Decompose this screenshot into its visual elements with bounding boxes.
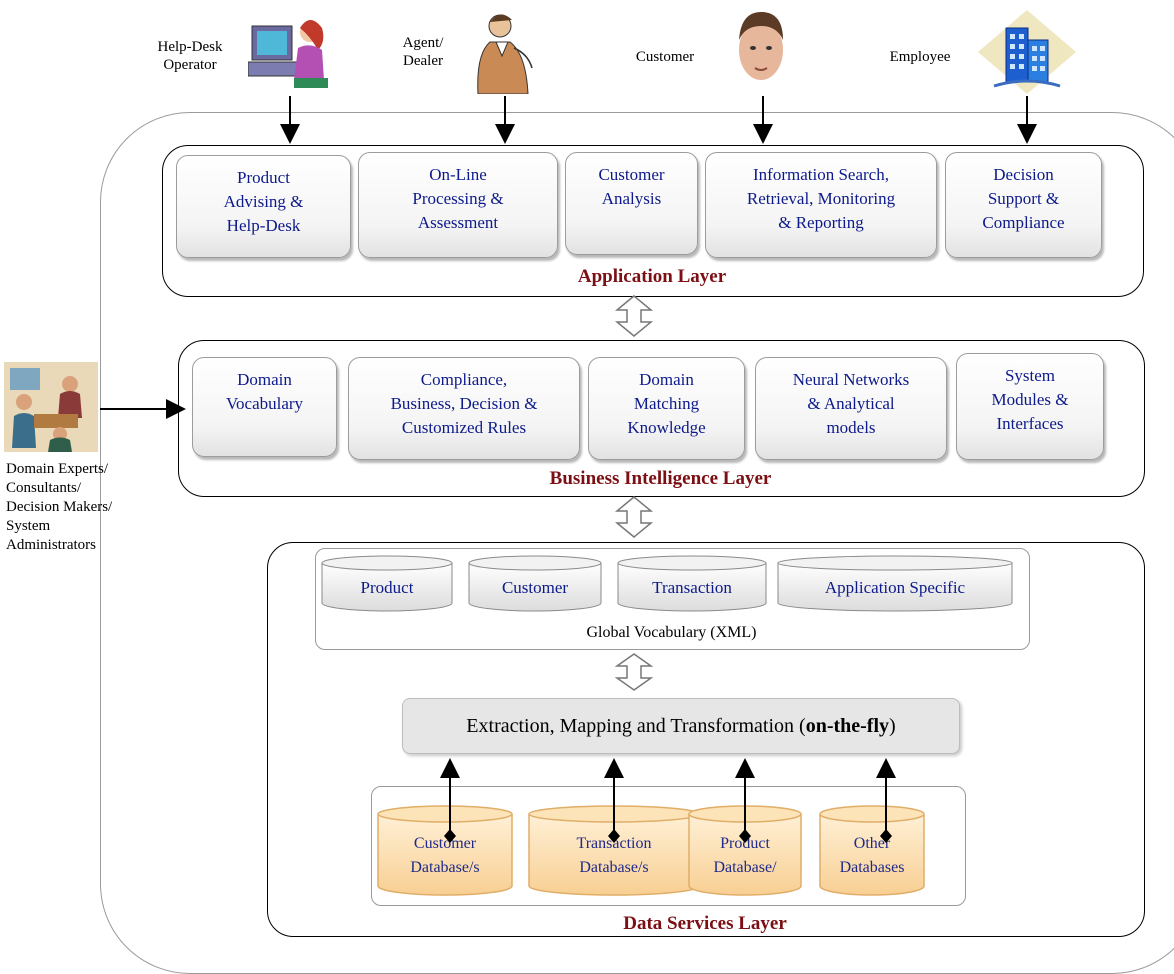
module-neural-networks: Neural Networks & Analytical models: [755, 357, 947, 460]
double-arrow-bi-data: [614, 496, 654, 538]
helpdesk-operator-icon: [247, 12, 338, 94]
employee-building-icon: [976, 8, 1078, 94]
module-system-modules: System Modules & Interfaces: [956, 353, 1104, 460]
application-layer-title: Application Layer: [577, 266, 727, 287]
double-arrow-vocab-etl: [614, 653, 654, 691]
domain-experts-icon: [4, 362, 98, 452]
connector-arrows: [100, 96, 1037, 843]
module-online-processing: On-Line Processing & Assessment: [358, 152, 558, 258]
vocab-item-product: Product: [360, 578, 414, 597]
actor-label-employee: Employee: [889, 49, 951, 65]
actor-label-customer: Customer: [635, 49, 695, 65]
vocab-item-customer: Customer: [501, 578, 569, 597]
vocab-cylinders: [318, 555, 1028, 615]
etl-text: Extraction, Mapping and Transformation (: [466, 714, 806, 737]
database-transaction: Transaction Database/s: [576, 835, 652, 876]
global-vocabulary-label: Global Vocabulary (XML): [586, 624, 757, 641]
double-arrow-app-bi: [614, 295, 654, 337]
module-product-advising: Product Advising & Help-Desk: [176, 155, 351, 258]
vocab-item-application-specific: Application Specific: [824, 578, 966, 597]
etl-box: Extraction, Mapping and Transformation (…: [402, 698, 960, 754]
customer-face-icon: [725, 8, 797, 94]
module-compliance-rules: Compliance, Business, Decision & Customi…: [348, 357, 580, 460]
module-domain-matching: Domain Matching Knowledge: [588, 357, 745, 460]
module-customer-analysis: Customer Analysis: [565, 152, 698, 255]
actor-label-helpdesk: Help-Desk Operator: [157, 39, 223, 73]
actor-label-domain-experts: Domain Experts/ Consultants/ Decision Ma…: [6, 461, 113, 553]
module-decision-support: Decision Support & Compliance: [945, 152, 1102, 258]
database-customer: Customer Database/s: [410, 835, 480, 876]
etl-on-the-fly: on-the-fly: [805, 714, 890, 737]
etl-text-end: ): [889, 714, 896, 737]
database-product: Product Database/: [713, 835, 777, 876]
actor-label-agent: Agent/ Dealer: [402, 35, 444, 69]
module-domain-vocabulary: Domain Vocabulary: [192, 357, 337, 457]
module-information-search: Information Search, Retrieval, Monitorin…: [705, 152, 937, 258]
database-other: Other Databases: [839, 835, 905, 876]
agent-dealer-icon: [470, 8, 540, 95]
data-services-layer-title: Data Services Layer: [623, 913, 787, 934]
vocab-item-transaction: Transaction: [652, 578, 732, 597]
business-intelligence-layer-title: Business Intelligence Layer: [549, 468, 772, 489]
